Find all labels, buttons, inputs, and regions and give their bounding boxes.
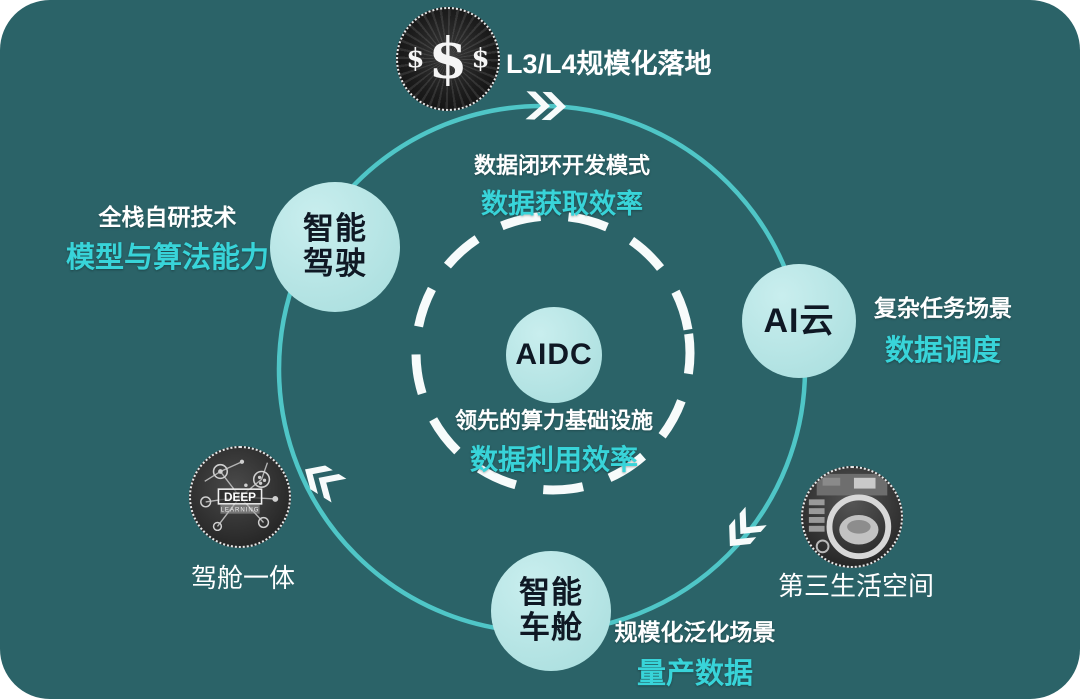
data-loop-caption-line1: 数据闭环开发模式	[473, 153, 650, 178]
coin-dollar-icon: $ $ $	[396, 7, 500, 111]
aidc-caption: 领先的算力基础设施 数据利用效率	[414, 403, 694, 478]
deep-learning-network-graphic: DEEP LEARNING	[200, 459, 279, 532]
dollar-sign-small-right: $	[471, 44, 490, 74]
ai-cloud-label: AI云	[763, 301, 835, 340]
cabin-caption: 规模化泛化场景 量产数据	[600, 613, 790, 692]
driving-caption: 全栈自研技术 模型与算法能力	[50, 198, 285, 276]
data-loop-caption-line2: 数据获取效率	[481, 189, 643, 219]
cabin-caption-line1: 规模化泛化场景	[614, 619, 776, 645]
data-loop-caption: 数据闭环开发模式 数据获取效率	[412, 148, 712, 221]
aidc-caption-line2: 数据利用效率	[469, 444, 638, 475]
chevron-down-left-icon	[729, 506, 767, 547]
car-cockpit-icon	[801, 466, 903, 568]
intelligent-cabin-node: 智能 车舱	[491, 551, 611, 671]
driving-label-line1: 智能	[303, 211, 367, 247]
ai-cloud-node: AI云	[742, 264, 856, 378]
inner-dashed-circle	[411, 211, 695, 495]
aidc-center-node: AIDC	[506, 307, 602, 403]
cloud-caption-line1: 复杂任务场景	[874, 295, 1012, 321]
cabin-label-line1: 智能	[519, 575, 583, 611]
cabin-caption-line2: 量产数据	[636, 658, 753, 690]
cabin-driving-integration-label: 驾舱一体	[190, 563, 295, 593]
cloud-caption: 复杂任务场景 数据调度	[858, 289, 1028, 369]
chevron-right-icon	[525, 91, 566, 121]
driving-caption-line1: 全栈自研技术	[98, 204, 237, 230]
dollar-sign-small-left: $	[406, 44, 425, 74]
aidc-label: AIDC	[515, 338, 593, 371]
deep-icon-subtitle: LEARNING	[221, 508, 260, 514]
third-living-space-label: 第三生活空间	[777, 571, 934, 601]
aidc-caption-line1: 领先的算力基础设施	[454, 408, 653, 433]
driving-label-line2: 驾驶	[303, 246, 367, 281]
driving-caption-line2: 模型与算法能力	[65, 242, 269, 274]
l3-l4-landing-label: L3/L4规模化落地	[506, 49, 712, 79]
car-cockpit-graphic	[808, 473, 892, 560]
cabin-label-line2: 车舱	[519, 610, 583, 645]
intelligent-driving-node: 智能 驾驶	[270, 182, 400, 312]
chevron-up-left-icon	[305, 465, 347, 503]
deep-icon-title: DEEP	[224, 491, 256, 504]
dollar-sign-large: $	[428, 26, 468, 92]
deep-learning-icon: DEEP LEARNING	[189, 446, 291, 548]
cloud-caption-line2: 数据调度	[884, 335, 1001, 367]
